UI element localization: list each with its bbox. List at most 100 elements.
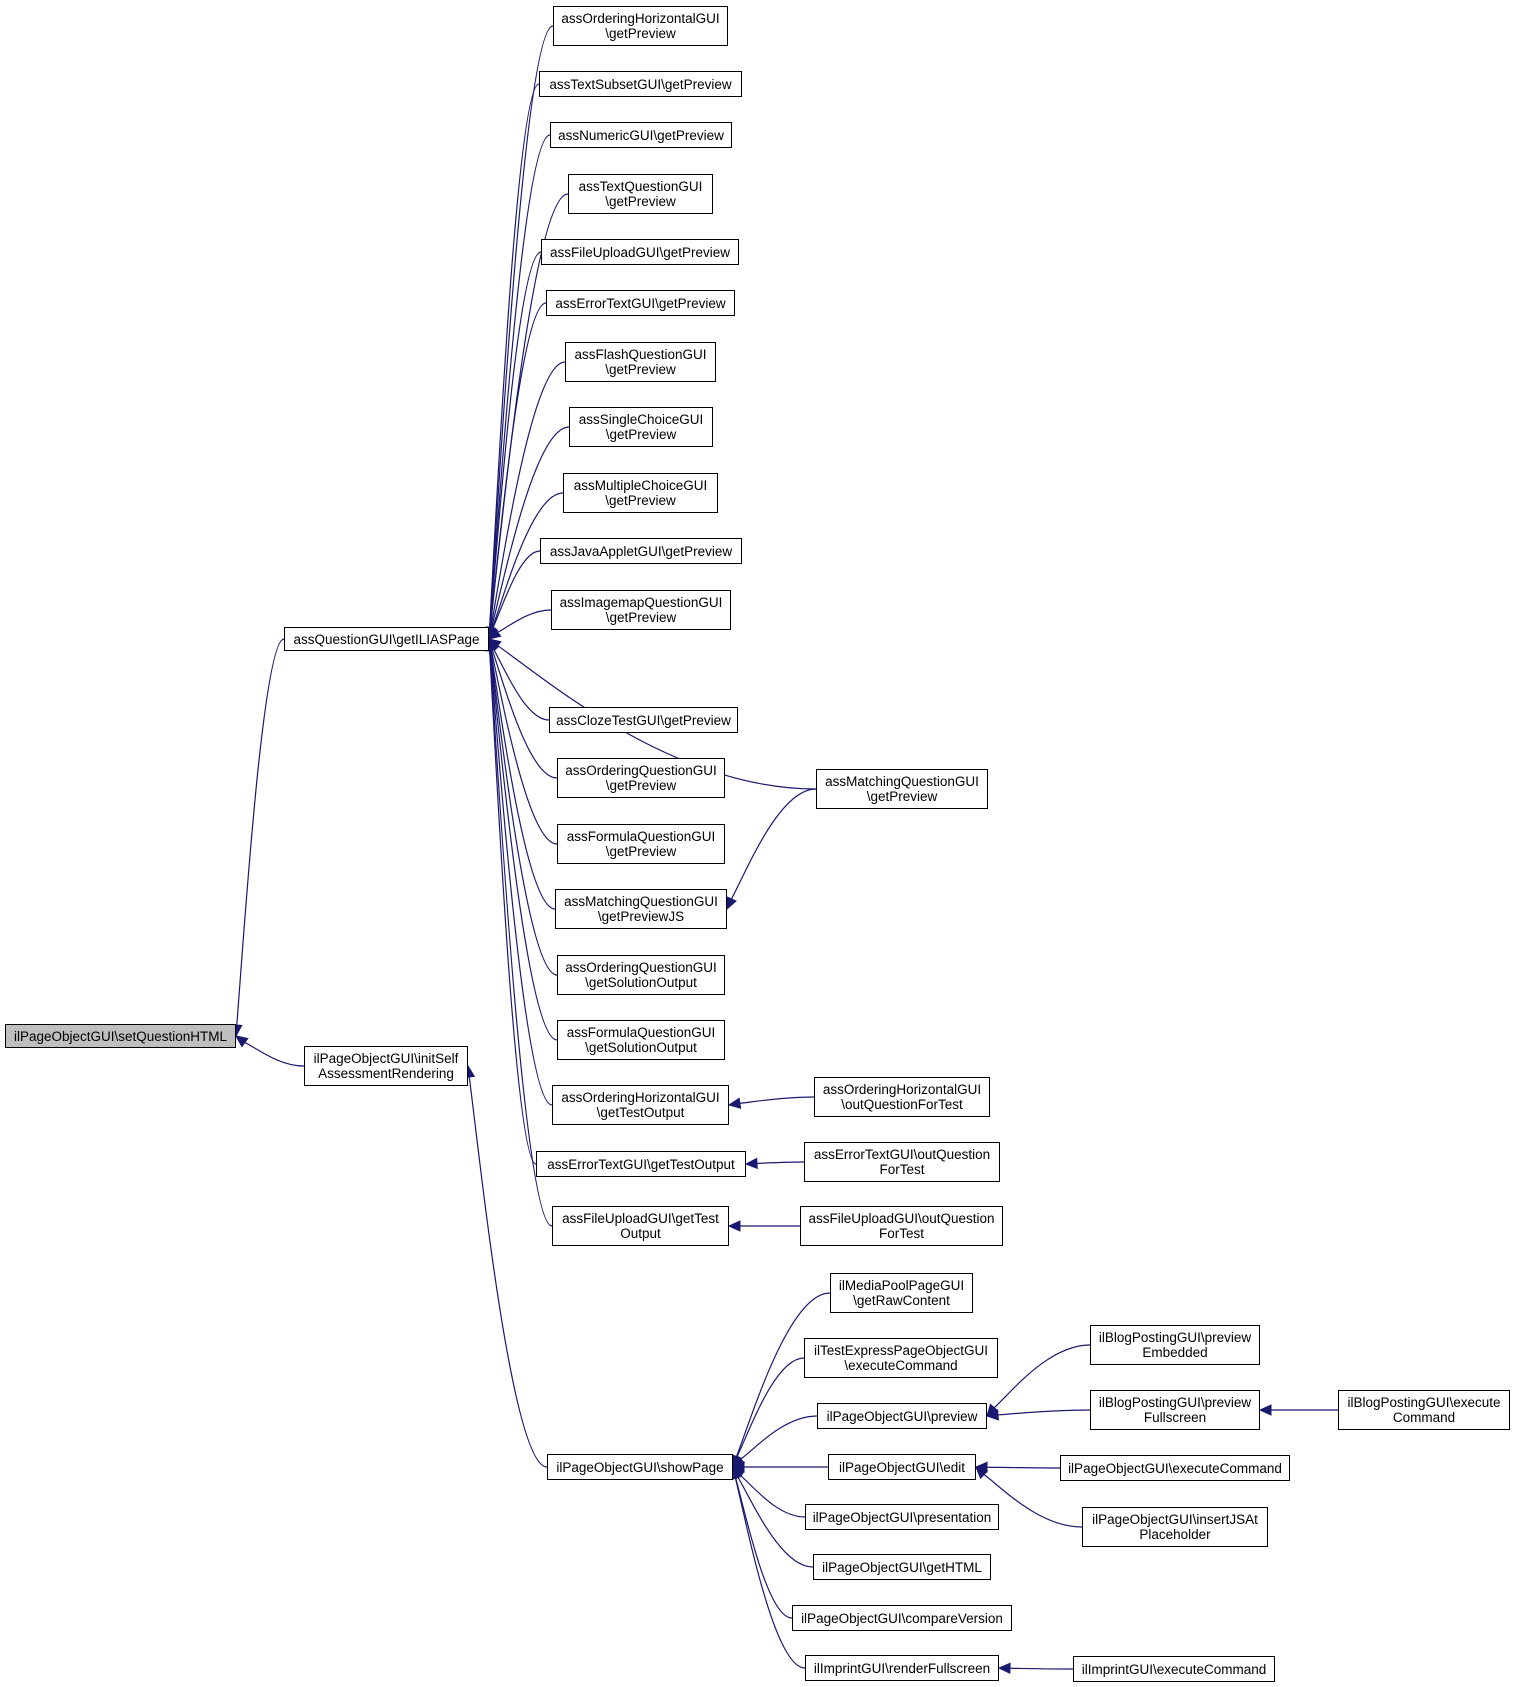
node-getHTML[interactable]: ilPageObjectGUI\getHTML [813, 1554, 991, 1580]
edge-getILIAS-to-root [231, 638, 285, 1038]
edge-arrowhead [235, 1035, 249, 1048]
edge-line [488, 649, 537, 1165]
edge-line [488, 83, 540, 629]
node-n4[interactable]: assTextQuestionGUI \getPreview [568, 174, 713, 214]
edge-line [739, 1474, 806, 1518]
node-compareVersion[interactable]: ilPageObjectGUI\compareVersion [792, 1605, 1012, 1631]
node-root: ilPageObjectGUI\setQuestionHTML [5, 1024, 236, 1048]
edge-arrowhead [1258, 1404, 1272, 1416]
edge-initSelf-to-root [235, 1035, 305, 1067]
edge-matchPrev-to-n15 [726, 788, 817, 911]
node-n13[interactable]: assOrderingQuestionGUI \getPreview [557, 758, 725, 798]
edge-mediaPool-to-showPage [731, 1292, 831, 1469]
node-renderFull[interactable]: ilImprintGUI\renderFullscreen [805, 1655, 999, 1681]
edge-n14-to-getILIAS [485, 637, 558, 845]
edge-line [489, 649, 558, 1041]
node-n2[interactable]: assTextSubsetGUI\getPreview [539, 71, 742, 97]
edge-line [490, 361, 566, 629]
node-n17[interactable]: assFormulaQuestionGUI \getSolutionOutput [557, 1020, 725, 1060]
edge-line [491, 492, 564, 629]
edge-line [489, 649, 558, 976]
edge-edit-to-showPage [731, 1461, 828, 1473]
node-n9[interactable]: assMultipleChoiceGUI \getPreview [563, 473, 718, 513]
node-getILIAS[interactable]: assQuestionGUI\getILIASPage [284, 627, 489, 651]
edge-line [489, 302, 547, 629]
edge-line [993, 1344, 1091, 1409]
node-matchPrev[interactable]: assMatchingQuestionGUI \getPreview [816, 769, 988, 809]
edge-line [492, 648, 550, 721]
node-n7[interactable]: assFlashQuestionGUI \getPreview [565, 342, 716, 382]
edge-blogExec-to-blogFull [1258, 1404, 1338, 1416]
edge-imprintExec-to-renderFull [997, 1662, 1074, 1675]
node-fuOut[interactable]: assFileUploadGUI\outQuestion ForTest [800, 1206, 1003, 1246]
edge-arrowhead [997, 1662, 1011, 1675]
node-showPage[interactable]: ilPageObjectGUI\showPage [547, 1454, 733, 1480]
node-poExec[interactable]: ilPageObjectGUI\executeCommand [1060, 1455, 1290, 1481]
edge-arrowhead [727, 1097, 742, 1109]
edge-arrowhead [985, 1409, 1000, 1421]
edge-line [1009, 1667, 1074, 1670]
node-n18[interactable]: assOrderingHorizontalGUI \getTestOutput [552, 1085, 729, 1125]
node-insertJS[interactable]: ilPageObjectGUI\insertJSAt Placeholder [1082, 1507, 1268, 1547]
edge-line [734, 1477, 793, 1619]
edge-n2-to-getILIAS [483, 83, 540, 641]
edge-line [489, 134, 551, 629]
edge-line [736, 1357, 805, 1458]
node-n20[interactable]: assFileUploadGUI\getTest Output [552, 1206, 729, 1246]
node-n15[interactable]: assMatchingQuestionGUI \getPreviewJS [555, 889, 727, 929]
edge-line [490, 649, 556, 910]
edge-line [730, 788, 817, 900]
node-n3[interactable]: assNumericGUI\getPreview [550, 122, 732, 148]
edge-line [734, 1477, 806, 1669]
edge-line [983, 1474, 1083, 1528]
edge-blogEmb-to-preview [986, 1344, 1091, 1417]
node-n12[interactable]: assClozeTestGUI\getPreview [549, 707, 738, 733]
edge-etOut-to-n19 [744, 1157, 805, 1170]
edge-fuOut-to-n20 [727, 1220, 800, 1232]
node-imprintExec[interactable]: ilImprintGUI\executeCommand [1073, 1656, 1275, 1682]
node-n5[interactable]: assFileUploadGUI\getPreview [541, 239, 739, 265]
edge-n11-to-getILIAS [488, 609, 552, 640]
edge-renderFull-to-showPage [729, 1465, 806, 1669]
edge-line [489, 649, 553, 1227]
edge-line [986, 1466, 1061, 1469]
edge-line [244, 1041, 305, 1067]
edge-arrowhead [727, 1220, 741, 1232]
edge-line [489, 25, 554, 629]
edge-line [739, 1096, 815, 1104]
node-n19[interactable]: assErrorTextGUI\getTestOutput [536, 1151, 746, 1177]
node-presentation[interactable]: ilPageObjectGUI\presentation [805, 1504, 999, 1530]
edge-line [490, 649, 558, 845]
edge-line [740, 1415, 818, 1460]
node-blogFull[interactable]: ilBlogPostingGUI\preview Fullscreen [1090, 1390, 1260, 1430]
edge-line [489, 649, 553, 1106]
node-n16[interactable]: assOrderingQuestionGUI \getSolutionOutpu… [557, 955, 725, 995]
edge-line [756, 1161, 805, 1164]
edge-line [236, 638, 285, 1026]
node-n14[interactable]: assFormulaQuestionGUI \getPreview [557, 824, 725, 864]
node-etOut[interactable]: assErrorTextGUI\outQuestion ForTest [804, 1142, 1000, 1182]
node-n1[interactable]: assOrderingHorizontalGUI \getPreview [553, 6, 728, 46]
edge-arrowhead [488, 627, 502, 640]
node-testExpress[interactable]: ilTestExpressPageObjectGUI \executeComma… [804, 1338, 998, 1378]
node-edit[interactable]: ilPageObjectGUI\edit [828, 1454, 976, 1480]
edge-arrowhead [744, 1157, 758, 1170]
edge-poExec-to-edit [974, 1461, 1061, 1474]
node-initSelf[interactable]: ilPageObjectGUI\initSelf AssessmentRende… [304, 1046, 468, 1086]
edge-n16-to-getILIAS [484, 637, 558, 976]
node-mediaPool[interactable]: ilMediaPoolPageGUI \getRawContent [830, 1273, 973, 1313]
edge-line [491, 649, 558, 779]
node-blogExec[interactable]: ilBlogPostingGUI\execute Command [1338, 1390, 1510, 1430]
edge-compareVersion-to-showPage [730, 1465, 793, 1619]
node-n10[interactable]: assJavaAppletGUI\getPreview [540, 538, 742, 564]
node-ohOut[interactable]: assOrderingHorizontalGUI \outQuestionFor… [814, 1077, 990, 1117]
edge-line [997, 1409, 1091, 1416]
node-n8[interactable]: assSingleChoiceGUI \getPreview [569, 407, 713, 447]
edge-line [735, 1292, 831, 1457]
node-n6[interactable]: assErrorTextGUI\getPreview [546, 290, 735, 316]
node-preview[interactable]: ilPageObjectGUI\preview [817, 1403, 987, 1429]
node-blogEmb[interactable]: ilBlogPostingGUI\preview Embedded [1090, 1325, 1260, 1365]
node-n11[interactable]: assImagemapQuestionGUI \getPreview [551, 590, 731, 630]
